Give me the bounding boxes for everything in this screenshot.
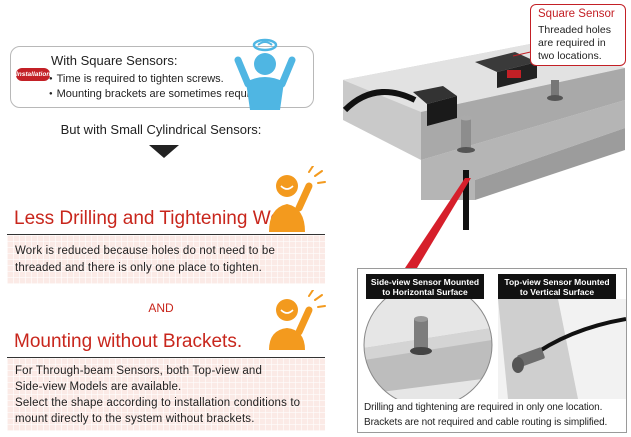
callout-text: Threaded holes are required in two locat… <box>538 24 611 63</box>
top-view-tag: Top-view Sensor Mounted to Vertical Surf… <box>498 274 616 299</box>
detail-photos-illustration <box>363 299 626 399</box>
tag-line: Top-view Sensor Mounted <box>504 277 610 287</box>
callout-line: Threaded holes <box>538 24 611 36</box>
and-label: AND <box>148 301 174 315</box>
benefit-title: Mounting without Brackets. <box>14 331 243 352</box>
description-line: mount directly to the system without bra… <box>15 413 255 425</box>
callout-title: Square Sensor <box>538 8 615 20</box>
benefit-description: For Through-beam Sensors, both Top-view … <box>15 363 300 427</box>
benefit-description: Work is reduced because holes do not nee… <box>15 243 275 277</box>
detail-line: Drilling and tightening are required in … <box>364 402 603 413</box>
detail-text: Drilling and tightening are required in … <box>364 400 607 430</box>
callout-line: are required in <box>538 37 606 49</box>
description-line: Side-view Models are available. <box>15 381 182 393</box>
transition-text: But with Small Cylindrical Sensors: <box>60 122 262 137</box>
bullet-item: Time is required to tighten screws. <box>49 72 268 87</box>
square-sensor-bullets: Time is required to tighten screws. Moun… <box>49 72 269 102</box>
bullet-item: Mounting brackets are sometimes required… <box>49 87 269 102</box>
happy-person-icon <box>269 290 326 350</box>
callout-line: two locations. <box>538 50 602 62</box>
happy-person-icon <box>269 166 326 232</box>
benefit-no-brackets: Mounting without Brackets. For Through-b… <box>7 325 325 431</box>
square-sensor-callout: Square Sensor Threaded holes are require… <box>530 4 626 66</box>
description-line: Work is reduced because holes do not nee… <box>15 245 276 257</box>
installation-badge: Installation <box>16 68 50 81</box>
mounting-detail-box: Side-view Sensor Mounted to Horizontal S… <box>357 268 627 433</box>
worried-person-icon <box>234 38 296 110</box>
down-arrow-icon <box>149 145 179 158</box>
tag-line: to Vertical Surface <box>519 287 595 297</box>
detail-line: Brackets are not required and cable rout… <box>364 417 608 428</box>
benefit-title: Less Drilling and Tightening Work. <box>14 208 302 229</box>
tag-line: to Horizontal Surface <box>382 287 468 297</box>
description-line: threaded and there is only one place to … <box>15 262 262 274</box>
tag-line: Side-view Sensor Mounted <box>370 277 480 287</box>
description-line: Select the shape according to installati… <box>15 397 301 409</box>
square-sensor-title: With Square Sensors: <box>51 53 178 68</box>
side-view-tag: Side-view Sensor Mounted to Horizontal S… <box>366 274 484 299</box>
description-line: For Through-beam Sensors, both Top-view … <box>15 365 263 377</box>
benefit-less-drilling: Less Drilling and Tightening Work. Work … <box>7 202 325 284</box>
